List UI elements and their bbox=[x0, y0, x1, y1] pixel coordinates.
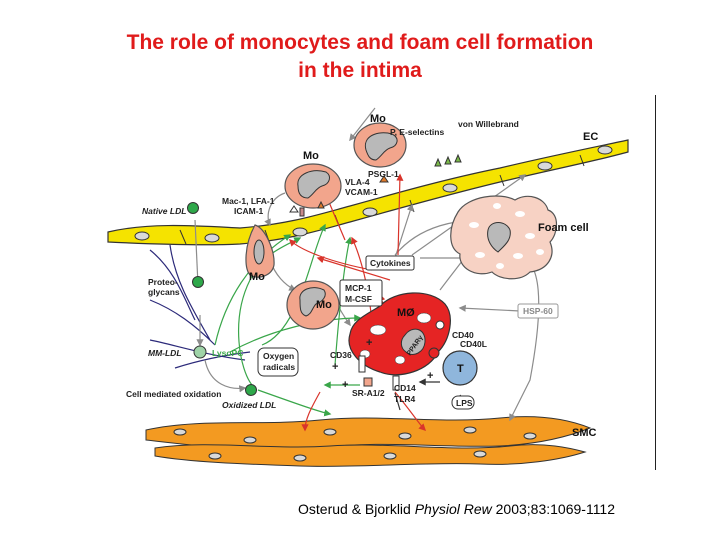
cd40l-label: CD40L bbox=[460, 339, 487, 349]
plus-1: + bbox=[332, 361, 338, 373]
plus-4: + bbox=[427, 370, 433, 382]
cd14-label: CD14 bbox=[394, 383, 416, 393]
plus-3: + bbox=[342, 379, 348, 391]
mo-bottom-label: Mo bbox=[249, 271, 265, 283]
label-boxes bbox=[257, 255, 559, 410]
oxygen-label-2: radicals bbox=[263, 362, 295, 372]
pe-selectins-label: P, E-selectins bbox=[390, 127, 444, 137]
tlr4-label: TLR4 bbox=[394, 394, 416, 404]
macrophage: MØ PPARγ bbox=[348, 292, 451, 376]
monocyte-transmigrating: Mo bbox=[245, 224, 275, 283]
cd40-label: CD40 bbox=[452, 330, 474, 340]
monocyte-middle: Mo bbox=[286, 280, 340, 330]
citation: Osterud & Bjorklid Physiol Rew 2003;83:1… bbox=[298, 501, 615, 517]
lps-label: LPS bbox=[456, 398, 473, 408]
mac1-label: Mac-1, LFA-1 bbox=[222, 196, 275, 206]
title-line-1: The role of monocytes and foam cell form… bbox=[126, 31, 594, 54]
ec-label: EC bbox=[583, 131, 598, 143]
cytokines-label: Cytokines bbox=[370, 258, 411, 268]
citation-ref: 2003;83:1069-1112 bbox=[491, 501, 616, 517]
smc-layer bbox=[145, 416, 592, 467]
mcp1-label: MCP-1 bbox=[345, 283, 372, 293]
ldl-particles bbox=[187, 202, 257, 396]
proteoglycans-label-2: glycans bbox=[148, 287, 180, 297]
icam1-label: ICAM-1 bbox=[234, 206, 264, 216]
title-line-2: in the intima bbox=[298, 59, 422, 82]
proteoglycan-fibres bbox=[149, 244, 251, 369]
mo-top-label: Mo bbox=[370, 113, 386, 125]
hsp60-label: HSP-60 bbox=[523, 306, 553, 316]
diagram-labels: P, E-selectins von Willebrand EC PSGL-1 … bbox=[126, 119, 598, 439]
von-willebrand-label: von Willebrand bbox=[458, 119, 519, 129]
monocyte-top: Mo bbox=[353, 113, 407, 168]
psgl-label: PSGL-1 bbox=[368, 169, 399, 179]
macrophage-label: MØ bbox=[397, 307, 415, 319]
t-cell: T bbox=[442, 350, 478, 386]
smc-label: SMC bbox=[572, 427, 597, 439]
vla4-label: VLA-4 bbox=[345, 177, 370, 187]
sr-label: SR-A1/2 bbox=[352, 388, 385, 398]
mo-middle-label: Mo bbox=[316, 299, 332, 311]
adhesion-molecules bbox=[289, 153, 462, 217]
citation-authors: Osterud & Bjorklid bbox=[298, 501, 415, 517]
lysopc-label: LysoPC bbox=[212, 348, 243, 358]
oxygen-label-1: Oxygen bbox=[263, 351, 294, 361]
foam-cell: Foam cell bbox=[450, 195, 589, 280]
t-cell-label: T bbox=[457, 363, 464, 375]
citation-journal: Physiol Rew bbox=[414, 501, 492, 517]
monocyte-rolling: Mo bbox=[284, 150, 342, 209]
mm-ldl-label: MM-LDL bbox=[148, 348, 182, 358]
vcam1-label: VCAM-1 bbox=[345, 187, 378, 197]
cd36-label: CD36 bbox=[330, 350, 352, 360]
receptors bbox=[358, 320, 445, 391]
foam-cell-label: Foam cell bbox=[538, 222, 589, 234]
mo-left-label: Mo bbox=[303, 150, 319, 162]
endothelium-layer bbox=[107, 139, 629, 246]
cell-mediated-label: Cell mediated oxidation bbox=[126, 389, 221, 399]
proteoglycans-label-1: Proteo- bbox=[148, 277, 178, 287]
native-ldl-label: Native LDL bbox=[142, 206, 186, 216]
plus-2: + bbox=[366, 337, 372, 349]
divider-line bbox=[655, 95, 656, 470]
oxidized-ldl-label: Oxidized LDL bbox=[222, 400, 276, 410]
mcsf-label: M-CSF bbox=[345, 294, 372, 304]
